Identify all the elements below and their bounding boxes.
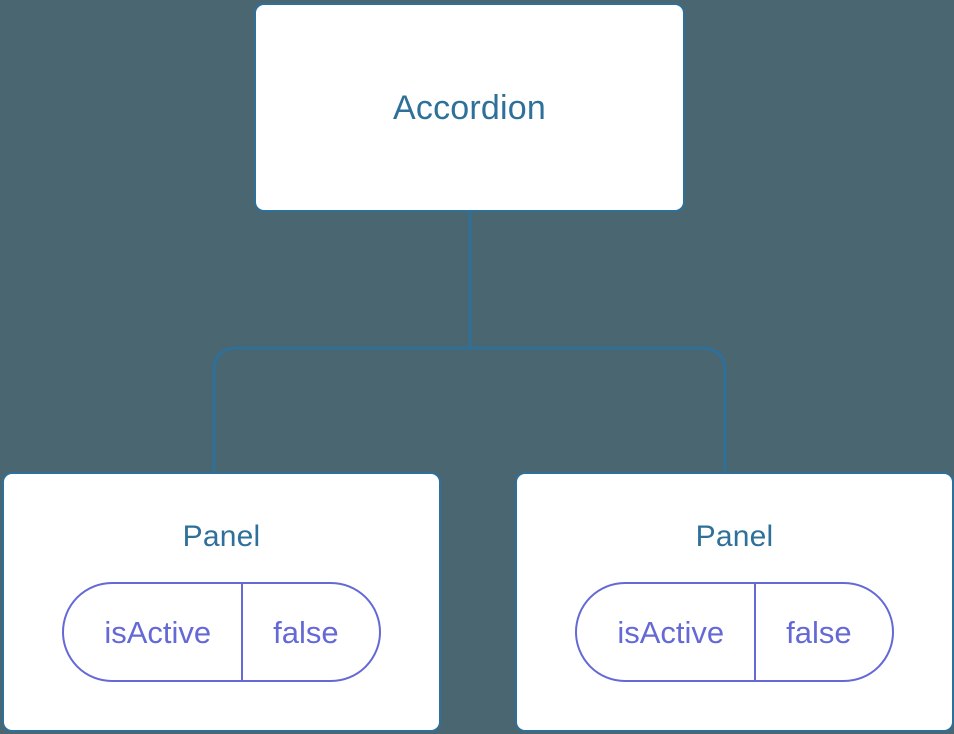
node-panel-2[interactable]: Panel isActive false [515,472,954,732]
edge-bus-left [212,346,470,473]
node-panel-2-label: Panel [695,520,774,553]
node-accordion-label: Accordion [393,88,546,127]
state-value: false [241,584,378,680]
state-badge-panel-2[interactable]: isActive false [575,582,894,682]
edge-bus-right [470,346,727,473]
state-key: isActive [617,614,725,650]
node-panel-1[interactable]: Panel isActive false [2,472,441,732]
state-key: isActive [104,614,212,650]
node-panel-1-label: Panel [182,520,261,553]
node-accordion[interactable]: Accordion [254,3,685,212]
state-value: false [754,584,891,680]
state-badge-panel-1[interactable]: isActive false [62,582,381,682]
